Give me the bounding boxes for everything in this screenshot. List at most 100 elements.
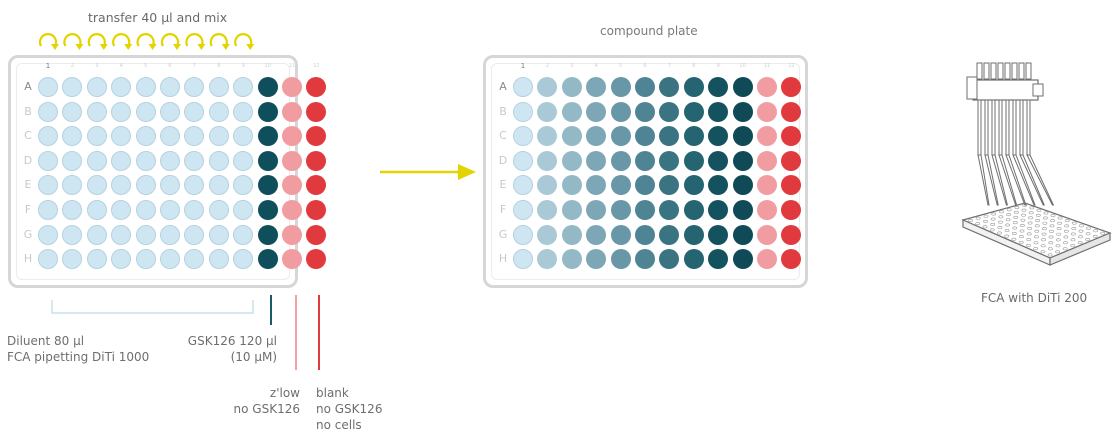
well-b8 [208,101,229,122]
well-c5 [135,126,156,147]
channel-body [984,99,989,156]
robot-plate-well [1019,235,1024,239]
column-label-7: 7 [192,63,196,69]
well-a10 [732,77,753,97]
row-label-d: D [23,153,33,167]
robot-plate-well [1063,241,1068,245]
transfer-arrowhead-7 [197,44,206,50]
robot-plate-well [1034,224,1040,228]
robot-plate-well [1029,206,1035,210]
well-h6 [635,249,655,270]
well-b9 [708,101,729,122]
well-b5 [610,101,631,122]
robot-plate-well [999,210,1004,214]
well-e7 [659,175,680,196]
transfer-arrowhead-8 [221,44,230,50]
well-e4 [586,175,607,196]
robot-plate-well [1021,208,1027,212]
well-d3 [86,150,107,171]
well-h11 [757,249,777,270]
channel-plunger [1025,62,1032,80]
well-e8 [683,175,704,196]
well-f7 [184,200,205,220]
robot-plate-well [1013,210,1019,214]
well-h12 [306,249,327,270]
channel-body [1019,99,1024,156]
well-b5 [135,101,156,122]
well-g6 [635,224,655,245]
well-a8 [683,77,704,97]
well-b1 [38,101,58,122]
row-label-f: F [24,203,32,216]
well-a6 [160,77,180,97]
robot-plate-well [1064,224,1070,228]
robot-plate-well [1100,231,1106,235]
transfer-arrow-6 [160,33,180,47]
robot-plate-well [1071,227,1077,231]
row-label-b: B [499,104,507,118]
well-h4 [586,249,607,270]
well-e3 [561,175,582,196]
well-h10 [257,249,278,270]
well-e2 [62,175,83,196]
well-h3 [561,249,582,270]
well-c7 [659,126,680,147]
robot-plate-well [1070,238,1076,242]
channel-body [998,99,1003,156]
well-a9 [233,77,254,97]
well-b4 [586,101,607,122]
well-h8 [683,249,704,270]
robot-plate-well [1013,215,1019,219]
well-g9 [708,224,729,245]
robot-plate-well [1019,229,1025,233]
well-h2 [62,249,83,270]
well-a5 [610,77,631,97]
well-d9 [233,150,254,171]
well-e9 [233,175,254,196]
well-h1 [38,249,58,270]
robot-plate-well [1004,234,1010,238]
column-label-2: 2 [545,63,549,69]
well-h5 [135,249,156,270]
robot-plate-well [1018,240,1024,244]
robot-plate-well [1005,218,1011,222]
robot-plate-well [1055,250,1060,254]
well-d1 [513,150,533,171]
well-e9 [708,175,729,196]
well-b10 [257,101,278,122]
well-b9 [233,101,254,122]
well-d6 [160,150,180,171]
well-d2 [537,150,558,171]
column-label-8: 8 [217,63,221,69]
well-b3 [561,101,582,122]
channel-body [1012,99,1017,156]
robot-plate-well [1055,244,1061,248]
well-c3 [561,126,582,147]
well-d10 [257,150,278,171]
well-b12 [306,101,327,122]
well-h3 [86,249,107,270]
well-e12 [306,175,327,196]
fca-robot-illustration [961,62,1112,266]
robot-plate-well [1064,219,1070,223]
robot-plate-well [1012,221,1018,225]
robot-plate-well [1055,238,1061,242]
well-e4 [111,175,132,196]
robot-plate-well [1026,244,1031,248]
well-f2 [62,200,83,220]
well-h2 [537,249,558,270]
well-f10 [732,200,753,220]
well-h9 [708,249,729,270]
channel-plunger [976,62,983,80]
well-c6 [635,126,655,147]
well-g2 [537,224,558,245]
well-a2 [537,77,558,97]
well-g7 [659,224,680,245]
well-b10 [732,101,753,122]
well-f5 [135,200,156,220]
well-g2 [62,224,83,245]
well-b2 [537,101,558,122]
well-f3 [86,200,107,220]
well-f10 [257,200,278,220]
zlow-marker-line [295,295,297,370]
